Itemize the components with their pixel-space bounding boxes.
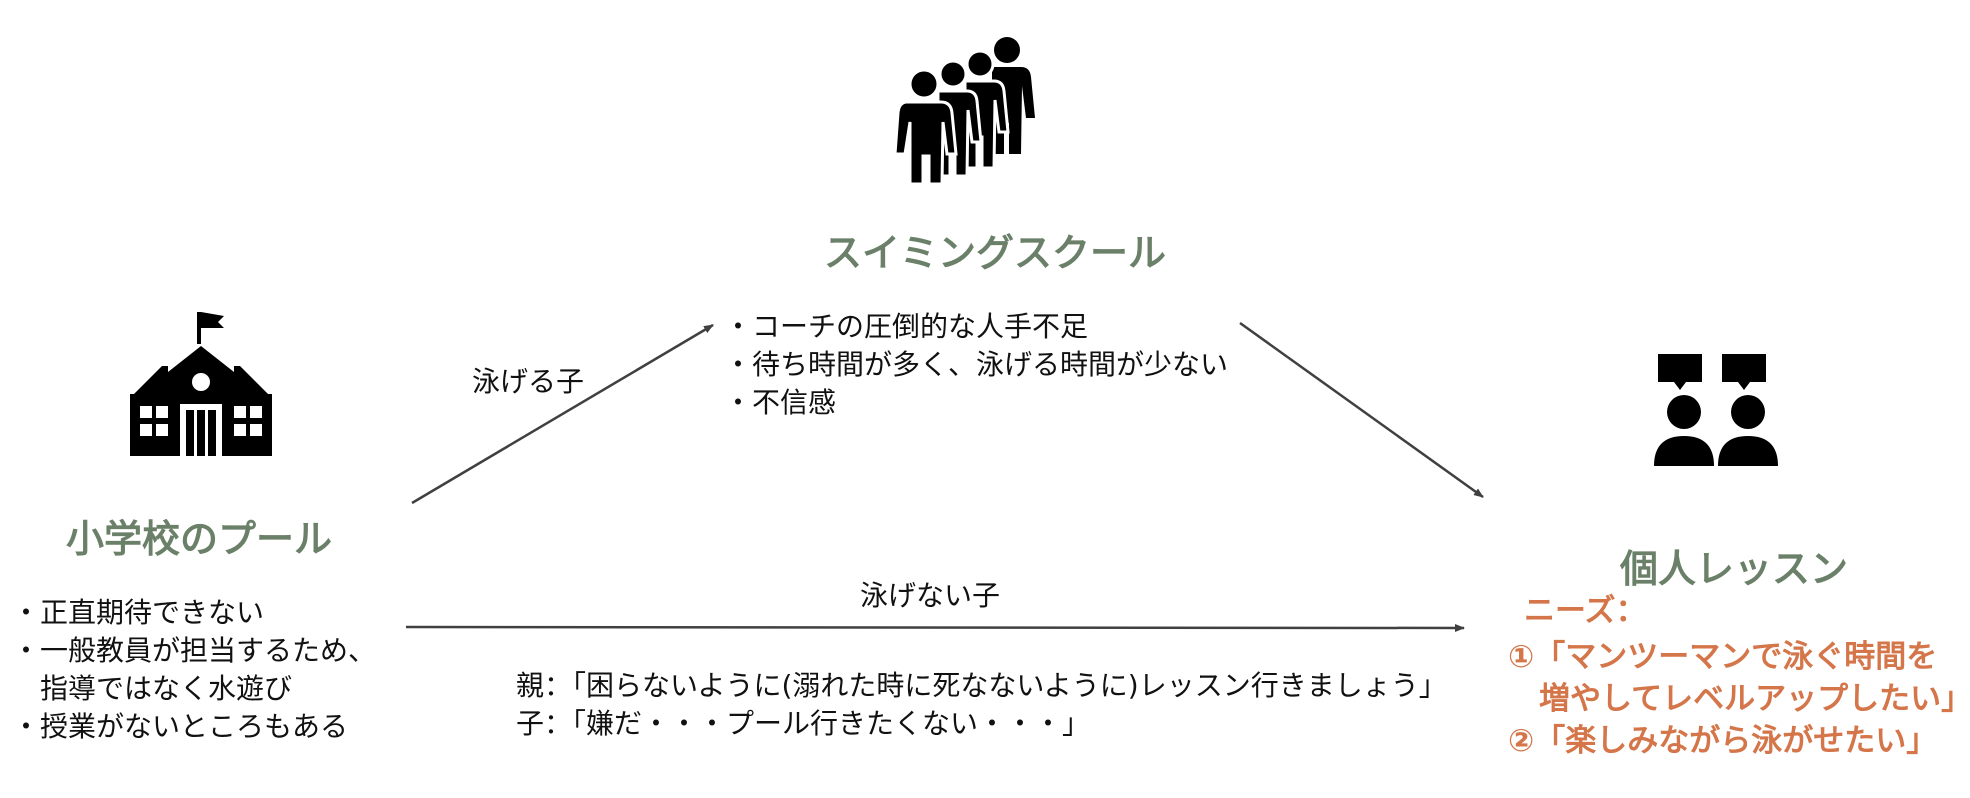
arrow-school-to-swim	[411, 323, 714, 505]
needs-item: ①「マンツーマンで泳ぐ時間を	[1508, 639, 1938, 675]
child-quote: 子：「嫌だ・・・プール行きたくない・・・」	[516, 707, 1091, 740]
queue-of-people-icon	[893, 37, 1035, 186]
school-pool-note: ・一般教員が担当するため、	[12, 634, 377, 667]
edge-label-cannot-swim: 泳げない子	[860, 579, 1001, 612]
edge-label-can-swim: 泳げる子	[472, 365, 585, 398]
needs-label: ニーズ：	[1524, 593, 1647, 629]
needs-list: ①「マンツーマンで泳ぐ時間を 増やしてレベルアップしたい」 ②「楽しみながら泳が…	[1508, 636, 1970, 762]
school-pool-title: 小学校のプール	[66, 517, 333, 561]
arrow-school-to-private	[405, 623, 1465, 632]
needs-item: 増やしてレベルアップしたい」	[1508, 681, 1970, 717]
two-people-talking-icon	[1654, 354, 1778, 466]
needs-item: ②「楽しみながら泳がせたい」	[1508, 723, 1938, 759]
swim-school-notes: ・コーチの圧倒的な人手不足 ・待ち時間が多く、泳げる時間が少ない ・不信感	[724, 308, 1228, 422]
school-pool-note: ・正直期待できない	[12, 596, 265, 629]
swim-school-note: ・コーチの圧倒的な人手不足	[724, 310, 1089, 343]
arrow-swim-to-private	[1239, 321, 1484, 499]
school-building-icon	[130, 312, 272, 456]
private-lesson-title: 個人レッスン	[1620, 547, 1849, 591]
school-pool-note: 指導ではなく水遊び	[12, 672, 293, 705]
school-pool-notes: ・正直期待できない ・一般教員が担当するため、 指導ではなく水遊び ・授業がない…	[12, 594, 376, 746]
swim-school-note: ・不信感	[724, 386, 837, 419]
parent-child-quotes: 親：「困らないように(溺れた時に死なないように)レッスン行きましょう」 子：「嫌…	[516, 667, 1447, 743]
parent-quote: 親：「困らないように(溺れた時に死なないように)レッスン行きましょう」	[516, 669, 1447, 702]
swim-school-title: スイミングスクール	[824, 231, 1167, 275]
school-pool-note: ・授業がないところもある	[12, 710, 349, 743]
swim-school-note: ・待ち時間が多く、泳げる時間が少ない	[724, 348, 1229, 381]
